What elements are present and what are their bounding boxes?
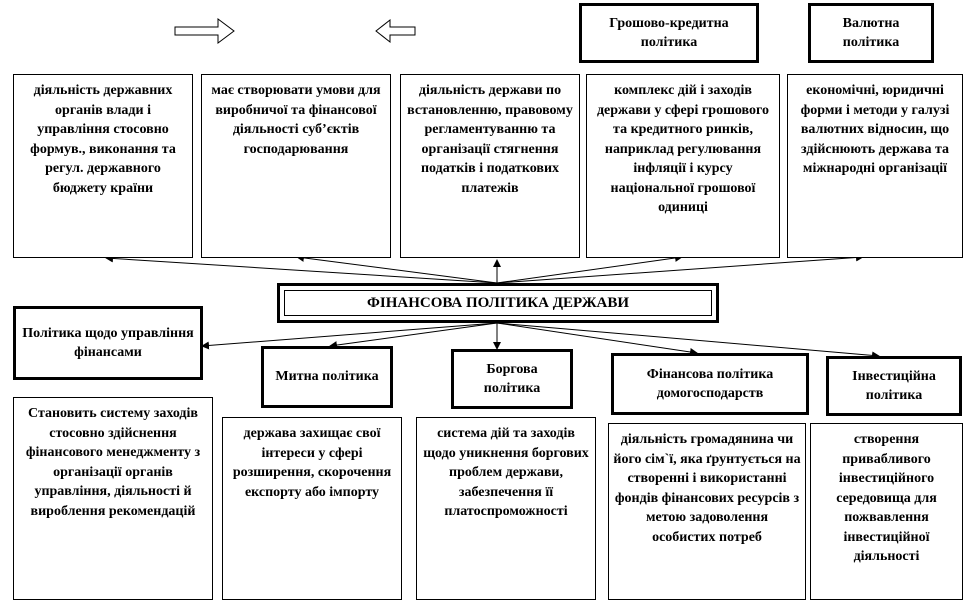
header-monetary-policy: Грошово-кредитна політика bbox=[579, 3, 759, 63]
header-currency-policy: Валютна політика bbox=[808, 3, 934, 63]
arrow-to-household bbox=[496, 322, 698, 356]
central-title: ФІНАНСОВА ПОЛІТИКА ДЕРЖАВИ bbox=[277, 283, 719, 323]
hollow-arrow-right-icon bbox=[174, 18, 235, 44]
hollow-arrow-left-icon bbox=[375, 18, 416, 44]
arrow-to-investment bbox=[496, 322, 880, 360]
desc-investment-conditions: має створювати умови для виробничої та ф… bbox=[201, 74, 391, 258]
desc-monetary: комплекс дій і заходів держави у сфері г… bbox=[586, 74, 780, 258]
arrow-to-investment-conditions bbox=[296, 253, 498, 284]
desc-currency: економічні, юридичні форми і методи у га… bbox=[787, 74, 963, 258]
arrow-to-monetary bbox=[496, 254, 683, 284]
desc-debt: система дій та заходів щодо уникнення бо… bbox=[416, 417, 596, 600]
arrow-to-currency bbox=[496, 253, 864, 284]
desc-finance-management: Становить систему заходів стосовно здійс… bbox=[13, 397, 213, 600]
header-customs-policy: Митна політика bbox=[261, 346, 393, 408]
desc-budget: діяльність державних органів влади і упр… bbox=[13, 74, 193, 258]
desc-customs: держава захищає свої інтереси у сфері ро… bbox=[222, 417, 402, 600]
header-investment-policy: Інвестиційна політика bbox=[826, 356, 962, 416]
desc-tax: діяльність держави по встановленню, прав… bbox=[400, 74, 580, 258]
central-title-text: ФІНАНСОВА ПОЛІТИКА ДЕРЖАВИ bbox=[284, 290, 712, 316]
desc-investment: створення привабливого інвестиційного се… bbox=[810, 423, 963, 600]
header-debt-policy: Боргова політика bbox=[451, 349, 573, 409]
arrow-to-customs bbox=[329, 322, 498, 350]
arrow-to-budget bbox=[105, 254, 498, 284]
header-finance-management-policy: Політика щодо управління фінансами bbox=[13, 306, 203, 380]
desc-household: діяльність громадянина чи його сім`ї, як… bbox=[608, 423, 806, 600]
arrow-to-finance-management bbox=[201, 322, 498, 350]
header-household-policy: Фінансова політика домогосподарств bbox=[611, 353, 809, 415]
